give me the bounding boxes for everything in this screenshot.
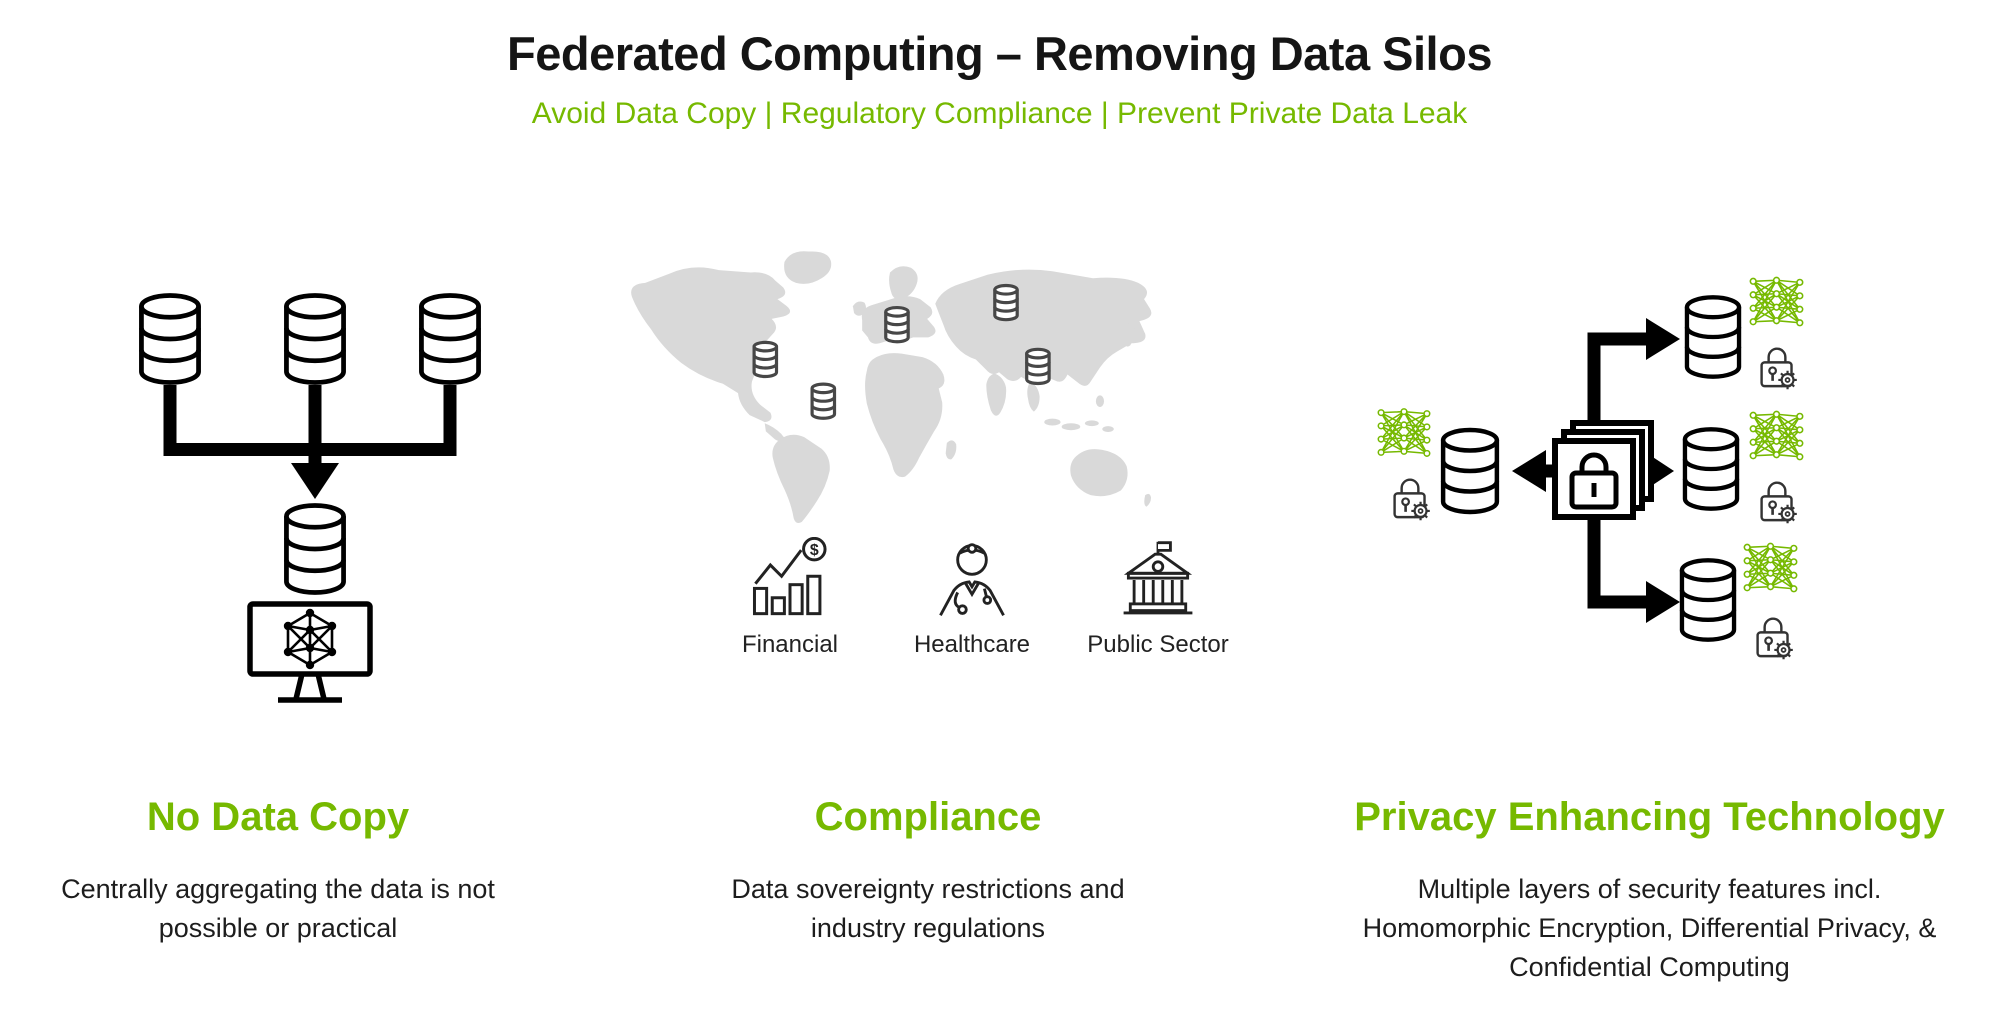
database-icon (993, 283, 1019, 322)
neural-network-icon (1377, 408, 1431, 457)
database-icon (1685, 429, 1737, 508)
database-icon (1687, 297, 1739, 376)
database-icon (141, 295, 198, 382)
database-icon (421, 295, 478, 382)
padlock-gear-icon (1393, 478, 1432, 521)
database-icon (1025, 347, 1051, 386)
neural-network-icon (1743, 542, 1798, 593)
diagram-privacy (1300, 149, 1999, 771)
diagram-no-data-copy (0, 149, 556, 771)
heading-no-data-copy: No Data Copy (146, 795, 410, 839)
padlock-gear-icon (1756, 617, 1795, 661)
page-header: Federated Computing – Removing Data Silo… (0, 0, 1999, 131)
column-no-data-copy: No Data Copy Centrally aggregating the d… (0, 149, 556, 987)
arrow-to-left-database-icon (1512, 450, 1556, 492)
network-graph-icon (283, 608, 337, 670)
secure-stack-lock-icon (1552, 420, 1654, 520)
database-icon (752, 340, 779, 379)
page-title: Federated Computing – Removing Data Silo… (507, 27, 1492, 80)
dollar-sign-glyph: $ (810, 542, 819, 559)
arrow-to-top-database-icon (1587, 318, 1680, 441)
heading-privacy-enhancing-technology: Privacy Enhancing Technology (1354, 795, 1945, 839)
description-compliance: Data sovereignty restrictions and indust… (731, 874, 1125, 944)
database-icon (1682, 560, 1734, 639)
sector-public-sector: Public Sector (1058, 537, 1258, 659)
padlock-gear-icon (1760, 347, 1799, 391)
sector-label-financial: Financial (741, 631, 839, 658)
database-icon (810, 382, 837, 420)
database-icon (884, 305, 910, 344)
diagram-compliance: $ Financial (556, 149, 1300, 771)
financial-icon: $ (752, 537, 827, 616)
public-sector-icon (1123, 541, 1193, 615)
merge-arrow-icon (163, 385, 457, 499)
column-compliance: $ Financial (556, 149, 1300, 987)
neural-network-icon (1749, 276, 1804, 327)
world-map (631, 251, 1152, 523)
neural-network-icon (1749, 410, 1804, 461)
privacy-diagram-svg (1377, 276, 1804, 661)
world-map-continents (631, 251, 1152, 523)
sector-healthcare: Healthcare (882, 537, 1062, 659)
sector-label-healthcare: Healthcare (913, 631, 1031, 658)
padlock-gear-icon (1760, 481, 1799, 525)
arrow-to-bottom-database-icon (1587, 515, 1680, 623)
monitor-icon (247, 601, 373, 703)
column-privacy-enhancing-technology: Privacy Enhancing Technology Multiple la… (1300, 149, 1999, 987)
content-columns: No Data Copy Centrally aggregating the d… (0, 149, 1999, 987)
no-data-copy-diagram-svg (0, 149, 556, 703)
database-icon (1443, 430, 1497, 512)
description-privacy-enhancing-technology: Multiple layers of security features inc… (1362, 874, 1937, 983)
database-icon (286, 295, 343, 382)
sector-financial: $ Financial (700, 537, 880, 659)
description-no-data-copy: Centrally aggregating the data is not po… (61, 874, 495, 944)
healthcare-icon (939, 543, 1005, 617)
heading-compliance: Compliance (814, 795, 1042, 839)
database-icon (286, 505, 343, 592)
page-subtitle: Avoid Data Copy | Regulatory Compliance … (531, 97, 1468, 130)
sector-label-public-sector: Public Sector (1087, 631, 1229, 658)
